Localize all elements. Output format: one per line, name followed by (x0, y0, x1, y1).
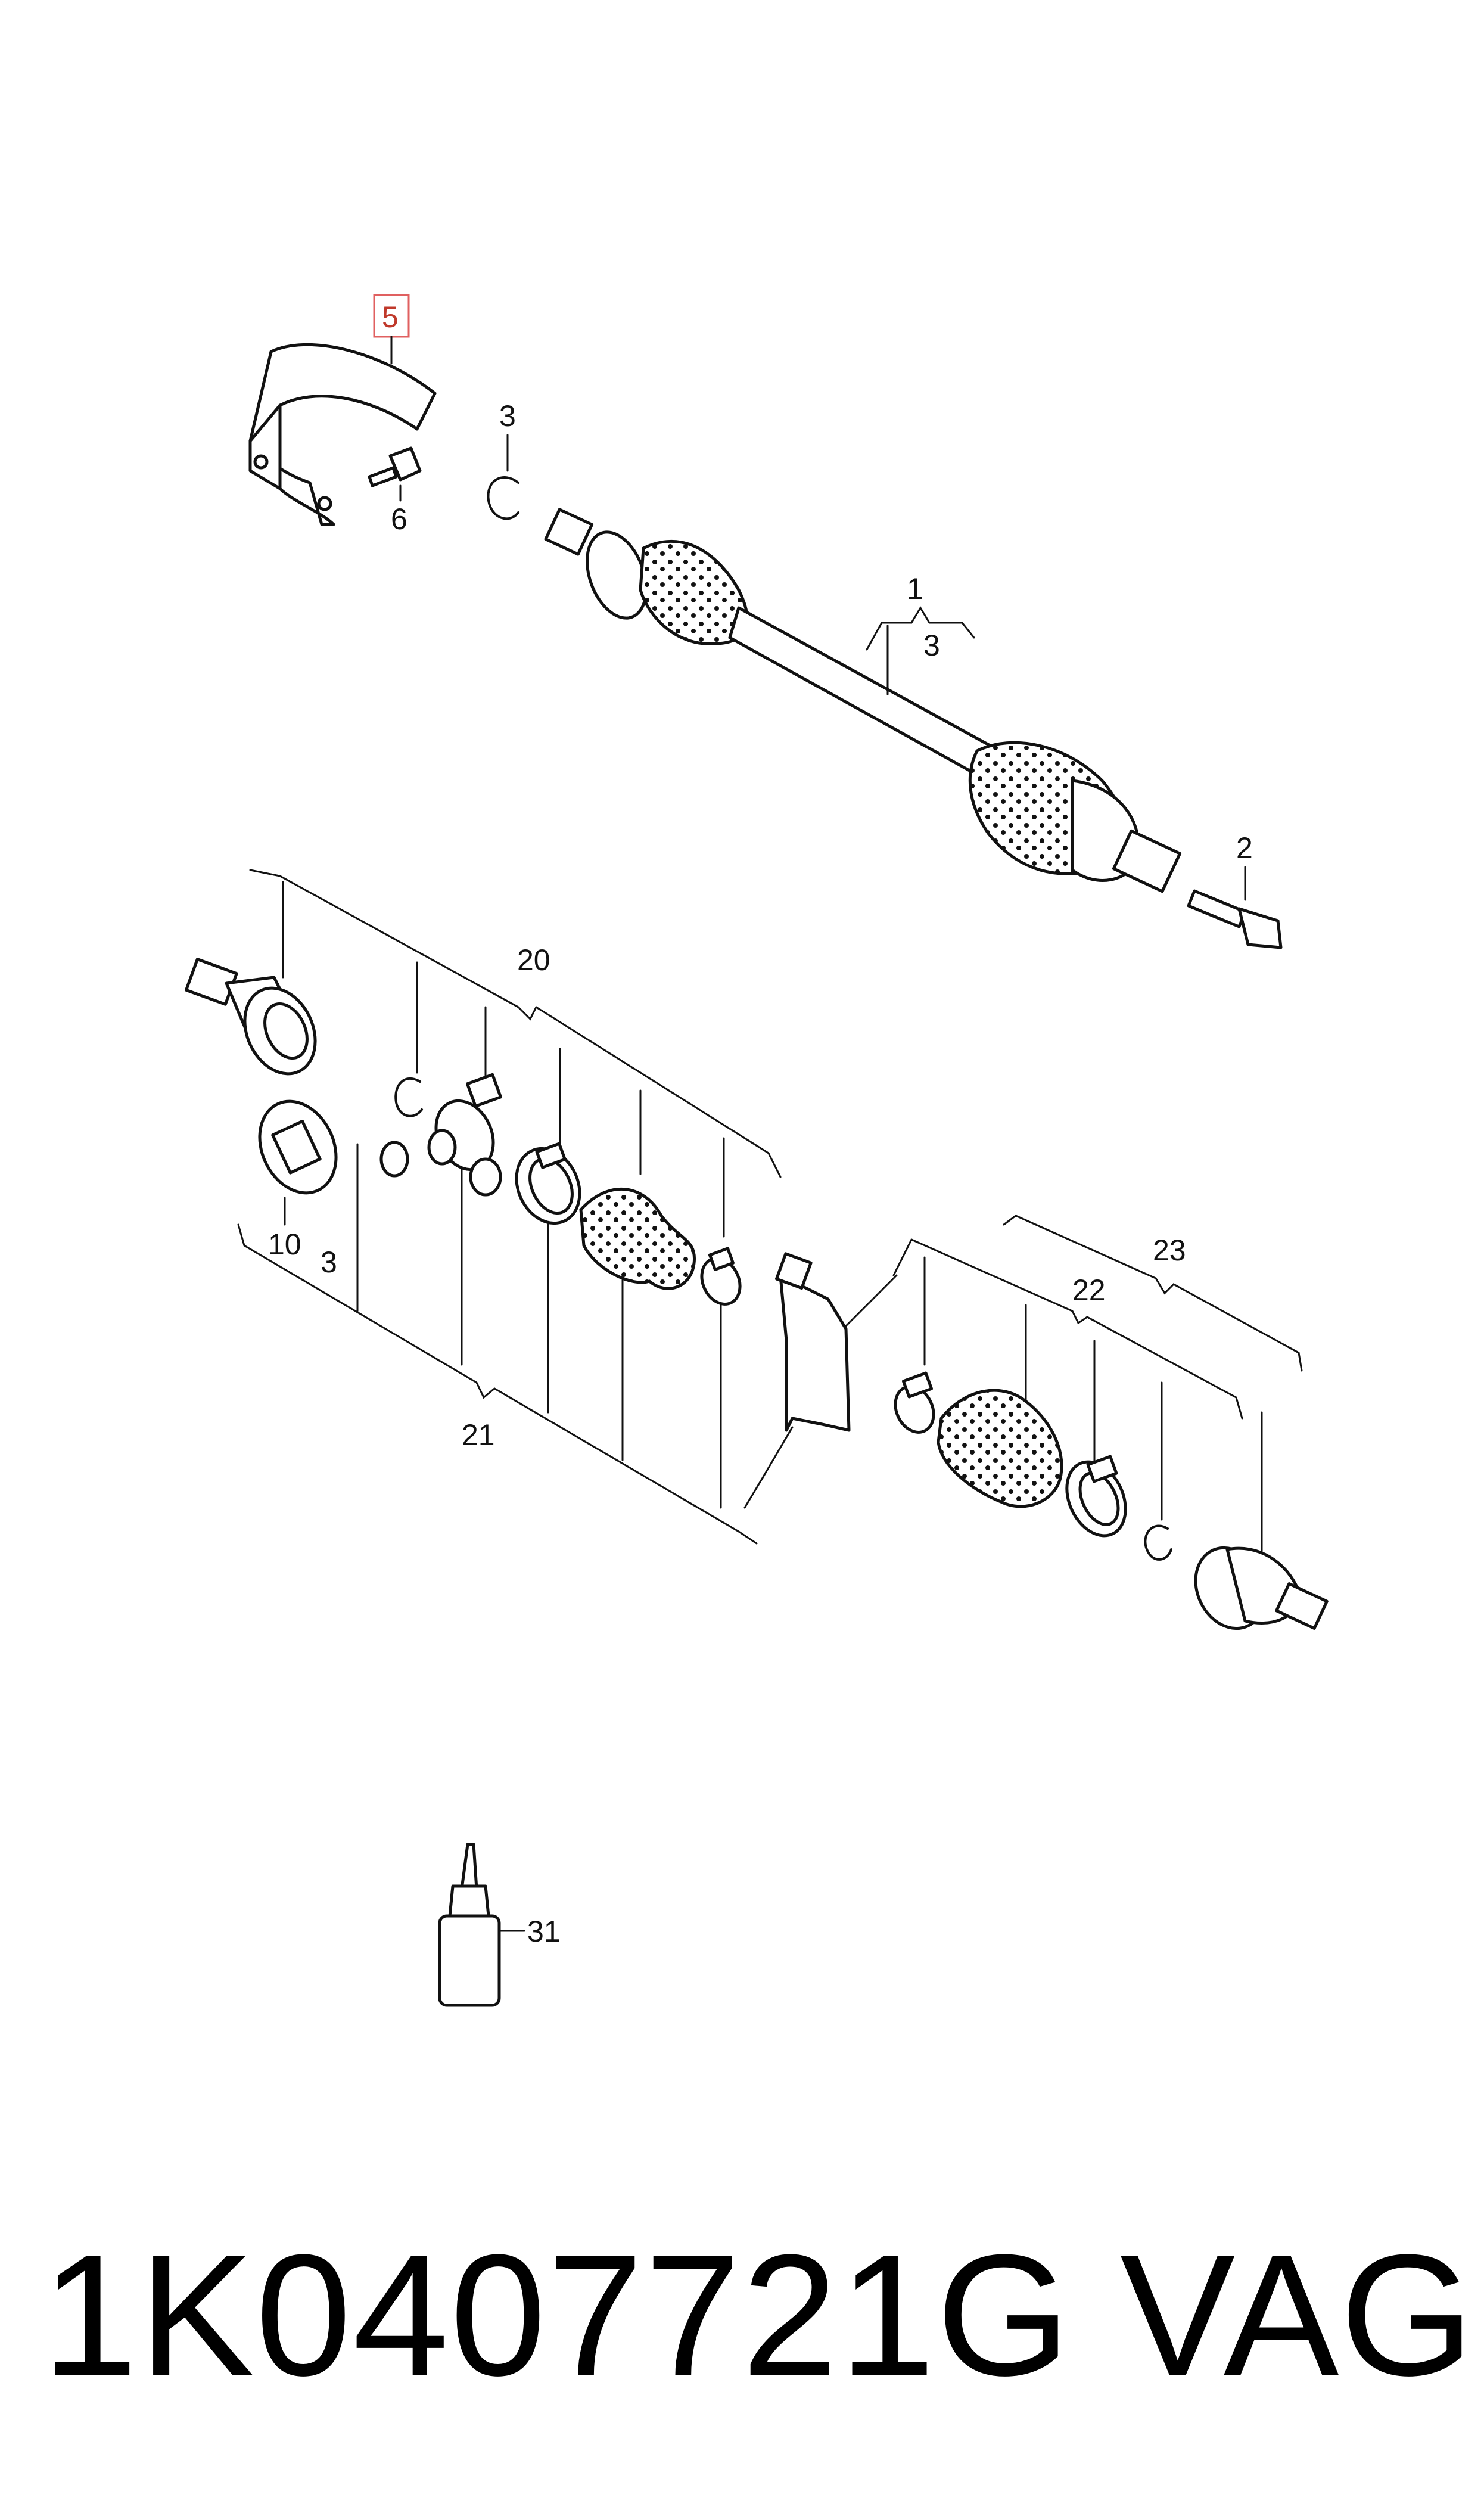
bolt-part-6[interactable] (368, 446, 422, 487)
grease-sachet[interactable] (743, 1252, 898, 1509)
tripod-rollers[interactable] (379, 1073, 504, 1197)
axle-bolt-part-2[interactable] (1187, 889, 1283, 949)
part-number: 1K0407721G (42, 2219, 1072, 2412)
small-clamp-inner[interactable] (695, 1247, 747, 1310)
circlip-outer[interactable] (1144, 1524, 1172, 1561)
spider-part-10[interactable] (245, 1089, 350, 1206)
callout-3-shaft: 3 (923, 629, 940, 662)
outer-joint[interactable] (1183, 1536, 1329, 1639)
callout-10: 10 (268, 1228, 301, 1261)
grease-bottle-part-31[interactable] (438, 1843, 501, 2007)
large-clamp-outer[interactable] (1056, 1452, 1137, 1545)
callout-1: 1 (907, 572, 923, 605)
callout-3-inner: 3 (321, 1245, 337, 1279)
callout-3-top: 3 (499, 399, 516, 433)
outer-boot[interactable] (937, 1389, 1063, 1508)
small-clamp-outer[interactable] (888, 1371, 941, 1439)
callout-21: 21 (462, 1418, 495, 1452)
callout-20: 20 (517, 943, 550, 977)
large-clamp-inner[interactable] (505, 1138, 592, 1234)
circlip-inner[interactable] (394, 1077, 423, 1117)
callout-6: 6 (391, 502, 407, 536)
callout-5: 5 (382, 300, 399, 334)
callout-2: 2 (1236, 831, 1253, 865)
drive-shaft-part-1[interactable] (544, 508, 1182, 893)
brand-name: VAG (1120, 2219, 1476, 2412)
circlip-part-3-top[interactable] (487, 476, 519, 520)
inner-joint-housing[interactable] (185, 958, 329, 1086)
heat-shield-part-5[interactable] (248, 343, 437, 526)
callout-22: 22 (1072, 1274, 1106, 1307)
callout-23: 23 (1153, 1234, 1186, 1267)
callout-31: 31 (527, 1915, 561, 1948)
inner-boot[interactable] (579, 1188, 696, 1290)
